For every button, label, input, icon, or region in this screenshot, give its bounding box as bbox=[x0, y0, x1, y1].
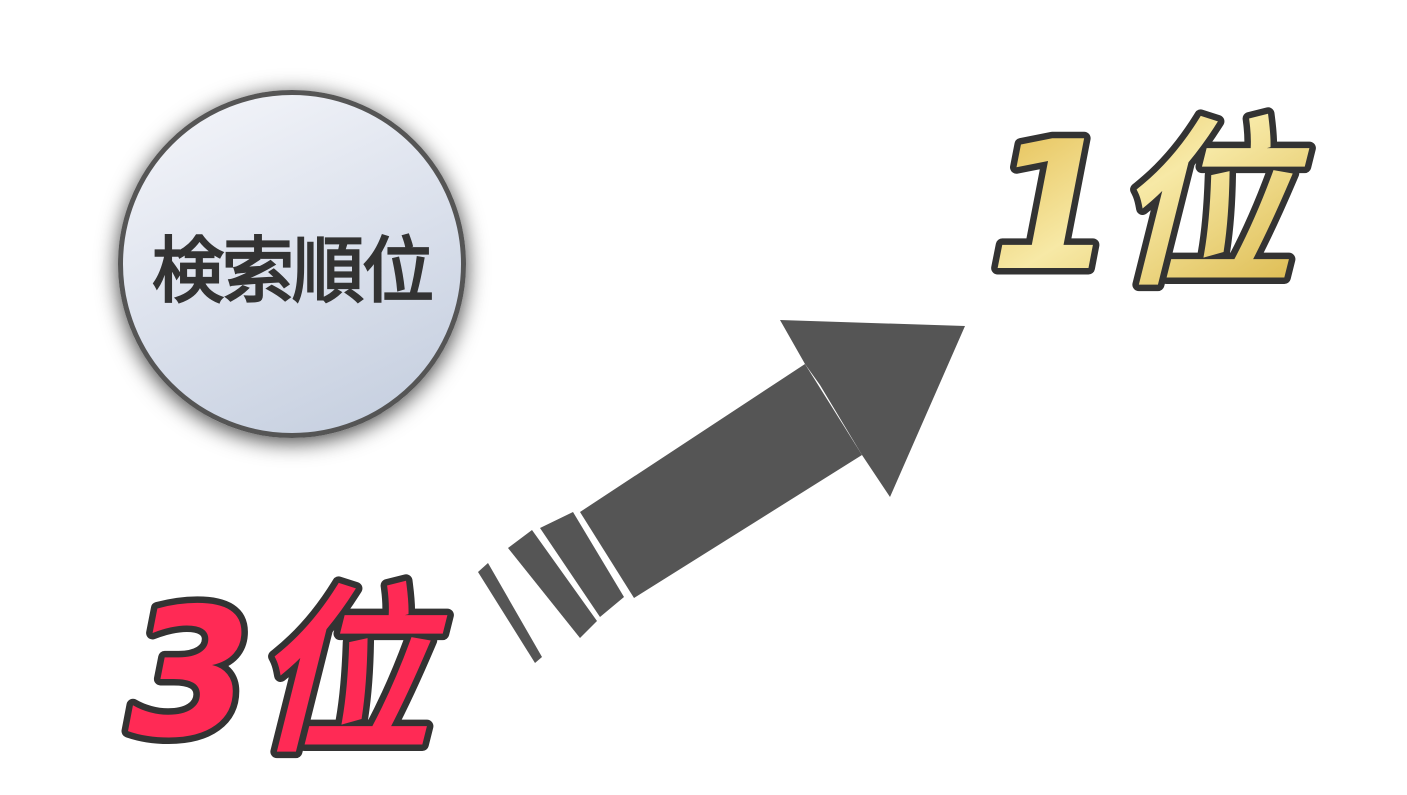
search-ranking-badge: 検索順位 bbox=[118, 90, 466, 438]
arrow-shaft bbox=[580, 364, 862, 598]
arrow-stripe-1 bbox=[540, 512, 624, 617]
arrow-stripe-3 bbox=[478, 563, 542, 663]
rank-after-text: 1位 bbox=[990, 103, 1310, 310]
rank-before-text: 3位 bbox=[128, 570, 448, 777]
arrow-head bbox=[780, 320, 965, 497]
search-ranking-label: 検索順位 bbox=[151, 228, 434, 313]
arrow-stripe-2 bbox=[508, 530, 597, 638]
rising-arrow bbox=[478, 320, 965, 663]
